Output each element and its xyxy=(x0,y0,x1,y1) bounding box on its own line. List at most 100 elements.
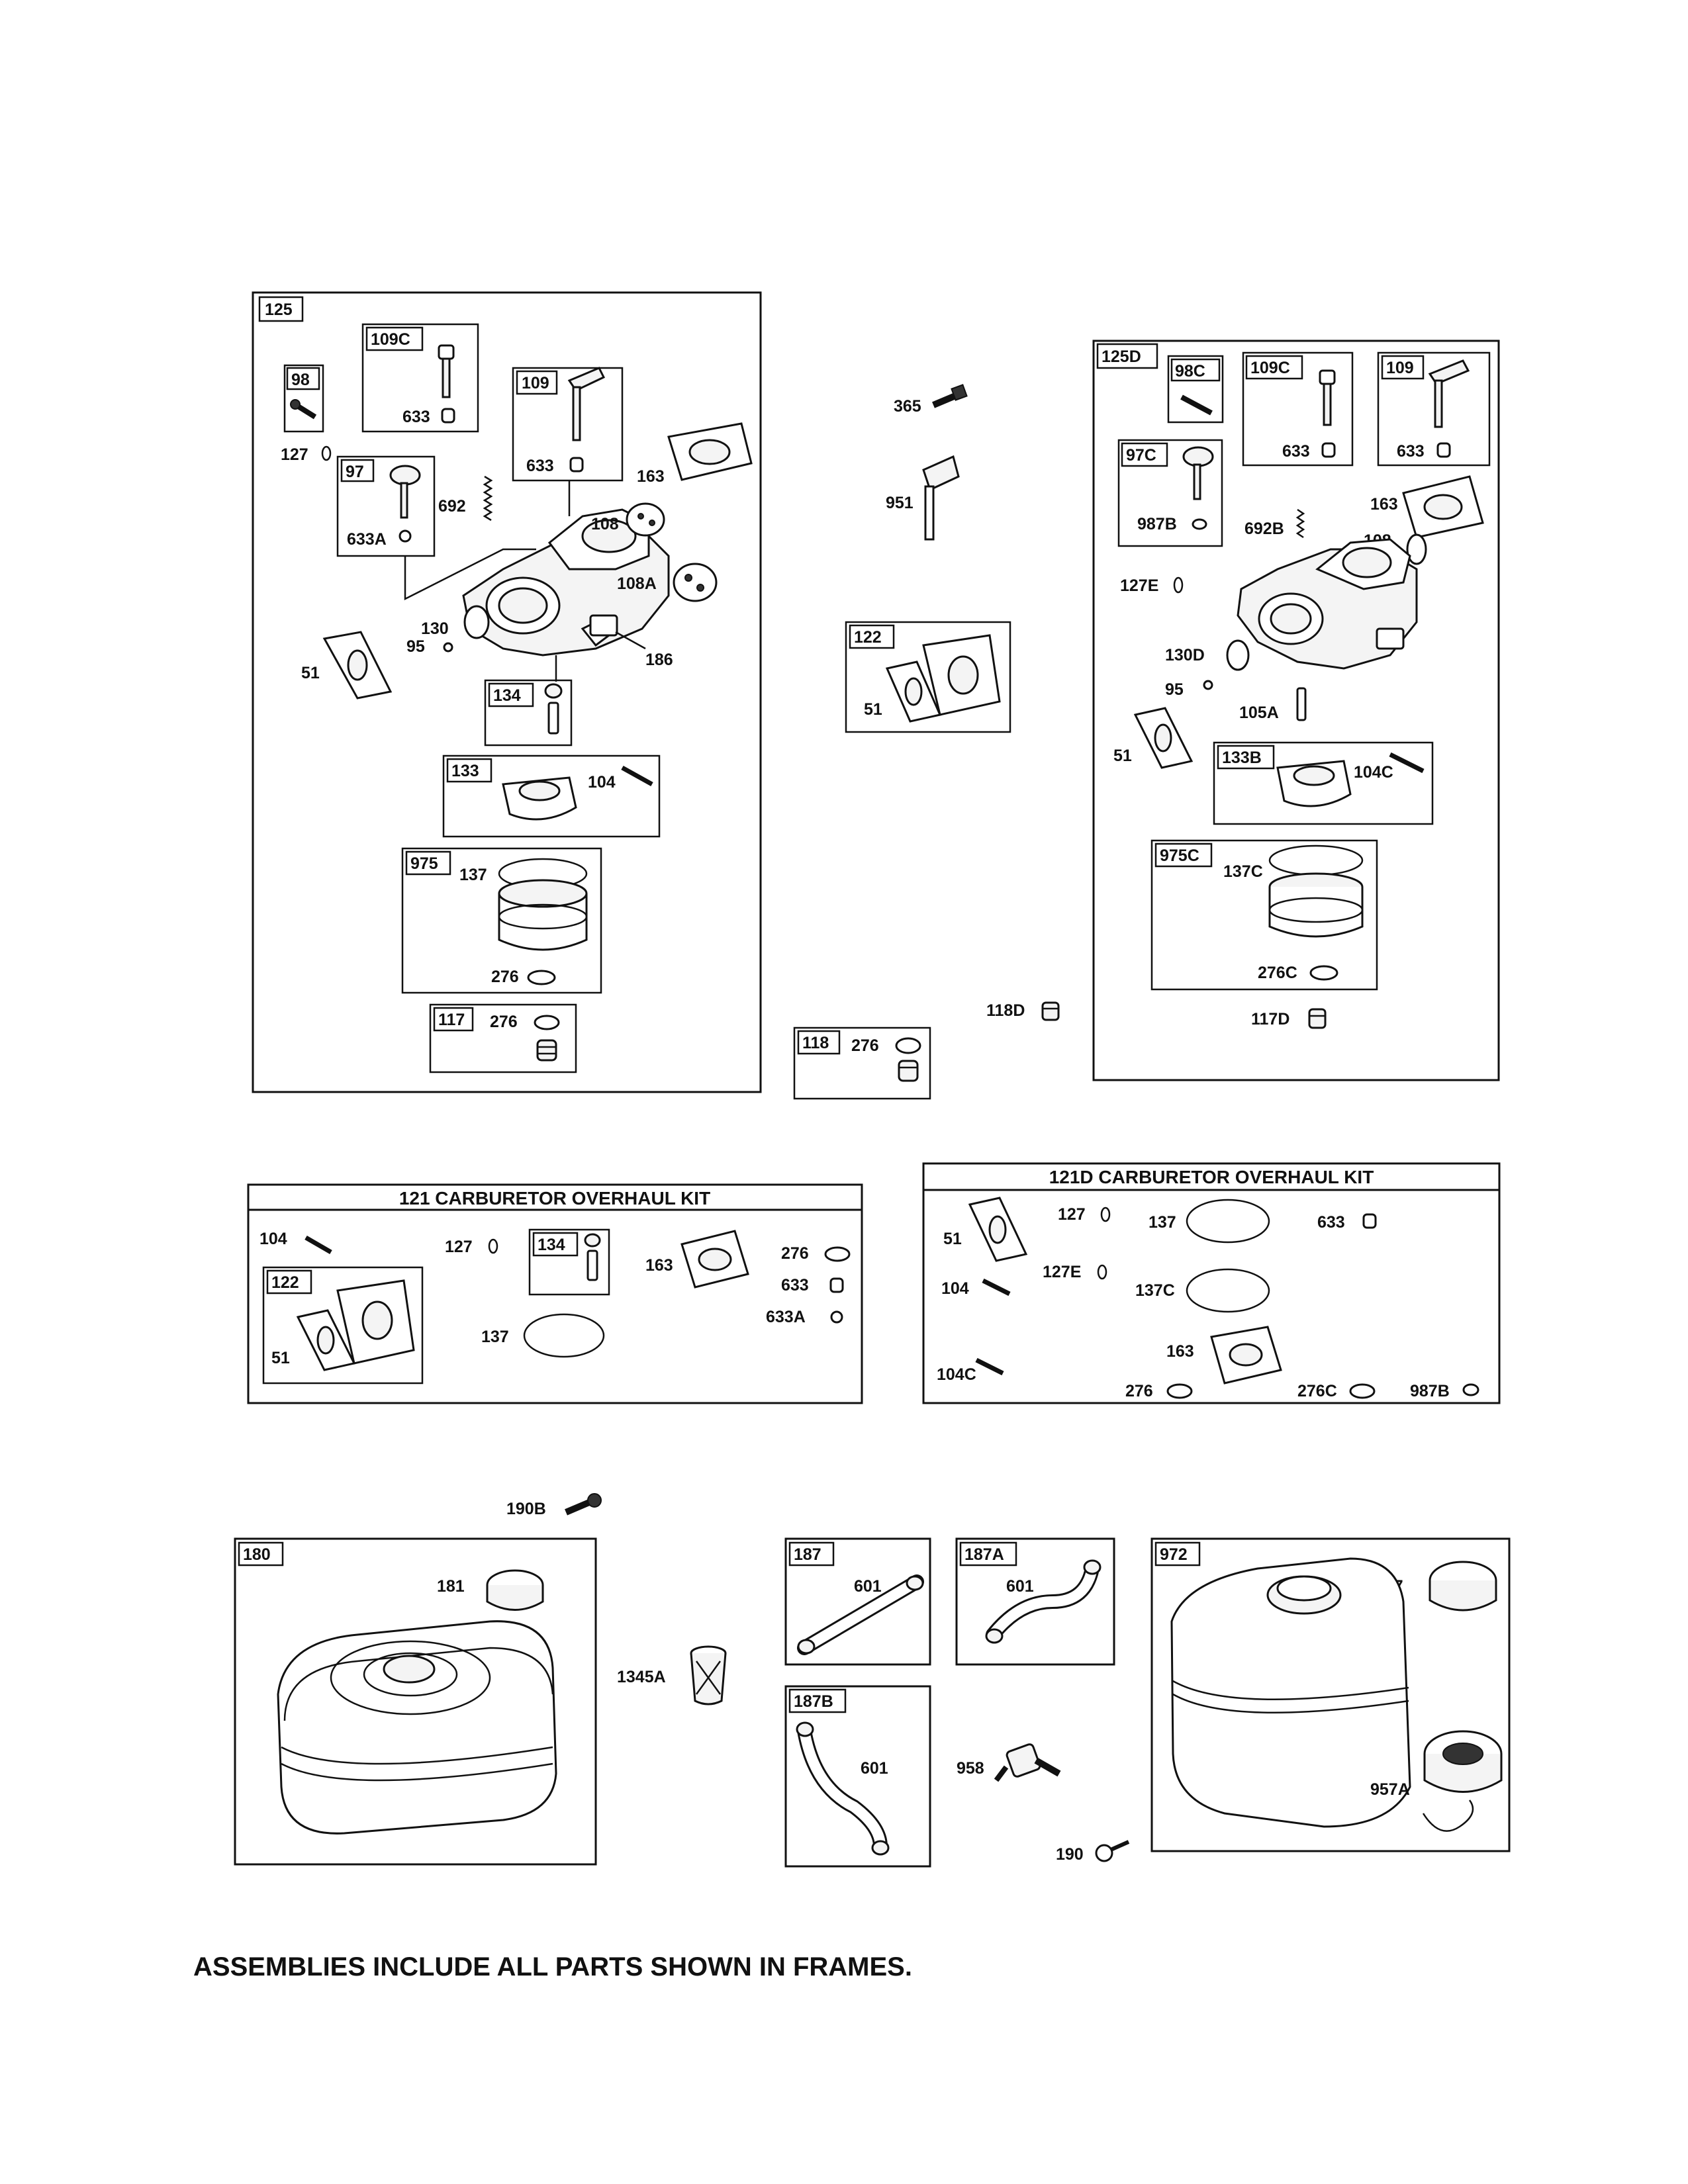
throttle-shaft-part xyxy=(1428,359,1470,428)
washer-130d-part xyxy=(1226,639,1250,671)
label-633a: 633A xyxy=(766,1308,806,1326)
washer-part xyxy=(830,1310,843,1324)
frame-tag-117: 117 xyxy=(438,1011,465,1029)
frame-tag-187: 187 xyxy=(794,1545,821,1564)
choke-shaft-part xyxy=(438,344,455,398)
label-276: 276 xyxy=(490,1013,518,1031)
fuel-section: 190B 180 181 1345A xyxy=(234,1493,1511,1868)
label-633: 633 xyxy=(781,1276,809,1295)
footer-note: ASSEMBLIES INCLUDE ALL PARTS SHOWN IN FR… xyxy=(193,1952,912,1981)
label-127: 127 xyxy=(281,445,308,464)
label-163: 163 xyxy=(637,467,665,486)
bowl-nut-part xyxy=(536,1039,557,1062)
label-365: 365 xyxy=(894,397,921,416)
label-117d: 117D xyxy=(1251,1010,1289,1028)
washer-part xyxy=(1349,1383,1376,1399)
carburetor-body xyxy=(1237,538,1418,670)
idle-screw-part xyxy=(1182,446,1214,500)
label-127: 127 xyxy=(445,1238,473,1256)
label-190b: 190B xyxy=(506,1500,546,1518)
label-692: 692 xyxy=(438,497,466,516)
frame-tag-180: 180 xyxy=(243,1545,271,1564)
frame-tag-98c: 98C xyxy=(1175,362,1205,381)
label-104: 104 xyxy=(588,773,616,792)
frame-tag-972: 972 xyxy=(1160,1545,1188,1564)
assembly-125d-frame: 125D 98C 109C 633 109 633 97C xyxy=(1092,340,1500,1081)
pin-part xyxy=(305,1235,332,1255)
fuel-filter-1345a-part xyxy=(690,1645,727,1706)
gasket-part xyxy=(667,422,753,481)
label-108a: 108A xyxy=(617,574,657,593)
label-163: 163 xyxy=(1166,1342,1194,1361)
label-633: 633 xyxy=(402,408,430,426)
bolt-365-part xyxy=(932,384,968,408)
label-127e: 127E xyxy=(1043,1263,1081,1281)
label-127: 127 xyxy=(1058,1205,1086,1224)
screw-95-part xyxy=(1203,680,1213,690)
fuel-cap-957-part xyxy=(1429,1561,1497,1612)
spring-part xyxy=(483,475,493,522)
label-95: 95 xyxy=(406,637,425,656)
spacer-part xyxy=(336,1279,415,1365)
o-ring-part xyxy=(488,1238,498,1254)
label-51: 51 xyxy=(1113,747,1132,765)
frame-tag-133: 133 xyxy=(451,762,479,780)
label-276: 276 xyxy=(781,1244,809,1263)
label-137c: 137C xyxy=(1135,1281,1175,1300)
fuel-tank-972-part xyxy=(1170,1557,1411,1828)
washer-part xyxy=(534,1015,560,1030)
fuel-line-187-part xyxy=(797,1574,924,1655)
gasket-51-part xyxy=(968,1197,1028,1262)
seal-part xyxy=(1436,442,1451,458)
plate-part xyxy=(1406,533,1427,565)
label-104: 104 xyxy=(941,1279,969,1298)
frame-tag-125d: 125D xyxy=(1102,347,1141,366)
label-127e: 127E xyxy=(1120,576,1158,595)
bowl-nut-part xyxy=(898,1060,919,1082)
label-108: 108 xyxy=(591,515,619,533)
washer-part xyxy=(1192,518,1207,530)
seal-part xyxy=(441,408,455,424)
label-951: 951 xyxy=(886,494,914,512)
frame-tag-134: 134 xyxy=(493,686,521,705)
label-186: 186 xyxy=(645,651,673,669)
frame-tag-122: 122 xyxy=(271,1273,299,1292)
spring-part xyxy=(1295,508,1305,539)
label-276: 276 xyxy=(1125,1382,1153,1400)
label-137: 137 xyxy=(481,1328,509,1346)
o-ring-part xyxy=(1100,1206,1111,1222)
label-104c: 104C xyxy=(937,1365,976,1384)
label-163: 163 xyxy=(645,1256,673,1275)
screw-part xyxy=(1180,394,1213,416)
label-633a: 633A xyxy=(347,530,387,549)
label-601: 601 xyxy=(1006,1577,1034,1596)
washer-part xyxy=(895,1037,921,1054)
choke-shaft-part xyxy=(1319,369,1336,426)
label-137c: 137C xyxy=(1223,862,1263,881)
spacer-part xyxy=(922,634,1001,716)
label-137: 137 xyxy=(1149,1213,1176,1232)
float-part xyxy=(502,776,577,821)
frame-tag-97c: 97C xyxy=(1126,446,1156,465)
washer-276-part xyxy=(527,970,556,985)
label-633: 633 xyxy=(1282,442,1310,461)
label-1345a: 1345A xyxy=(617,1668,666,1686)
label-190: 190 xyxy=(1056,1845,1084,1864)
center-parts: 365 951 122 51 118D 11 xyxy=(793,384,1060,1100)
o-ring-part xyxy=(1097,1264,1107,1280)
label-276c: 276C xyxy=(1297,1382,1337,1400)
label-633: 633 xyxy=(1317,1213,1345,1232)
label-987b: 987B xyxy=(1137,515,1177,533)
idle-screw-part xyxy=(389,465,421,519)
label-105a: 105A xyxy=(1239,704,1279,722)
plate-108a-part xyxy=(673,563,718,602)
gasket-51-part xyxy=(885,660,942,723)
label-276: 276 xyxy=(491,968,519,986)
seal-part xyxy=(1321,442,1336,458)
label-987b: 987B xyxy=(1410,1382,1450,1400)
seal-part xyxy=(829,1277,844,1293)
label-118d: 118D xyxy=(986,1001,1025,1020)
label-130: 130 xyxy=(421,619,449,638)
frame-tag-118: 118 xyxy=(802,1034,829,1052)
